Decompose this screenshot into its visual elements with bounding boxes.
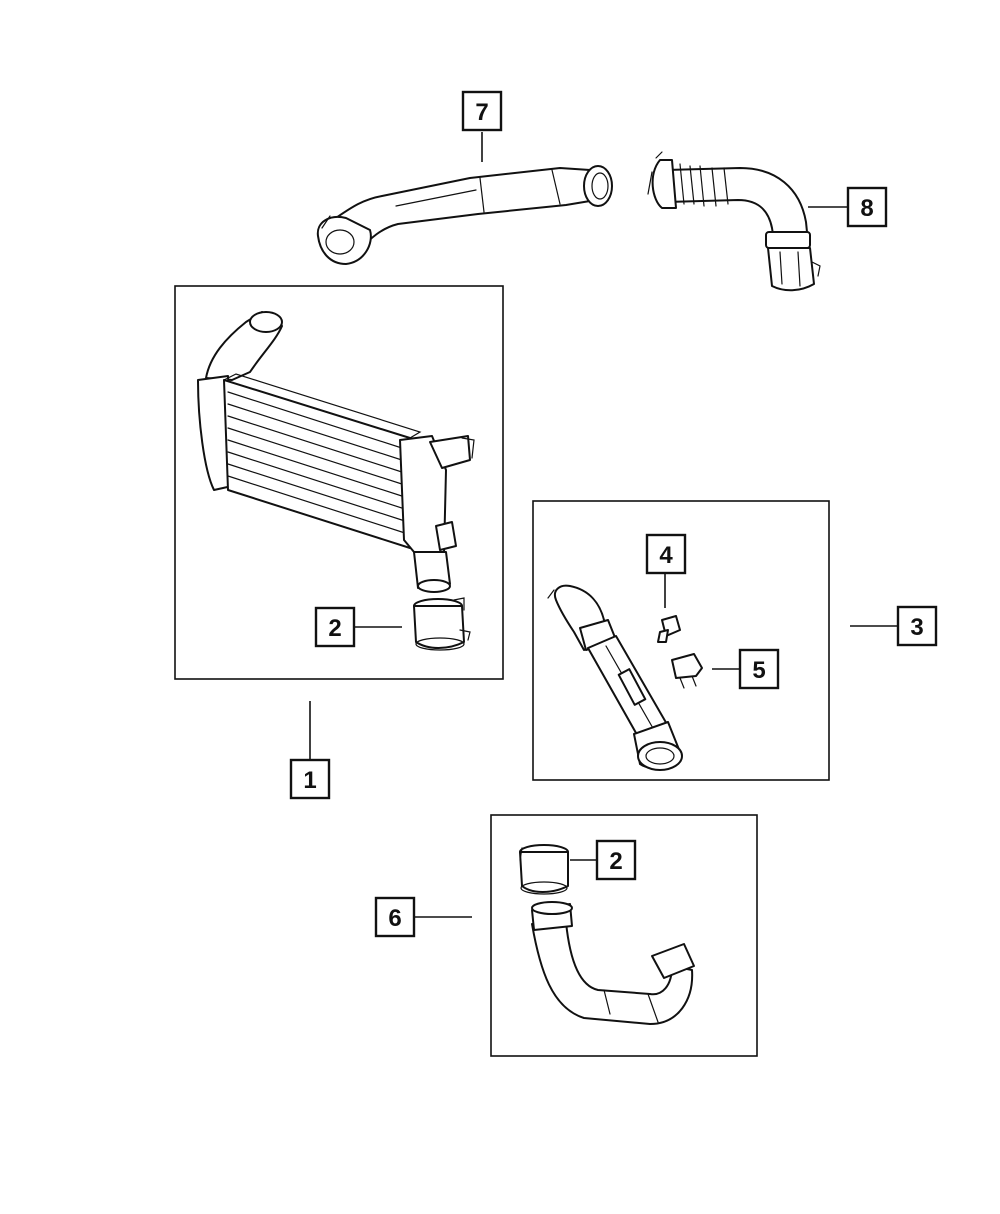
part-3-outlet-duct[interactable] — [547, 584, 683, 771]
group-box-intercooler — [174, 285, 504, 680]
part-2-coupler-upper[interactable] — [413, 597, 471, 651]
callout-8: 8 — [846, 186, 888, 228]
part-6-lower-duct[interactable] — [531, 901, 695, 1025]
callout-2-upper: 2 — [314, 606, 356, 648]
part-5-sensor-connector[interactable] — [671, 653, 703, 689]
part-2-coupler-lower[interactable] — [519, 844, 569, 895]
callout-5: 5 — [738, 648, 780, 690]
svg-text:7: 7 — [475, 99, 488, 126]
svg-text:4: 4 — [659, 542, 673, 569]
part-1-intercooler[interactable] — [197, 311, 475, 593]
part-4-sensor[interactable] — [657, 615, 681, 643]
callout-7: 7 — [461, 90, 503, 132]
part-8-bellows-hose[interactable] — [647, 151, 821, 292]
svg-text:3: 3 — [910, 614, 923, 641]
callout-2-lower: 2 — [595, 839, 637, 881]
callout-1: 1 — [289, 758, 331, 800]
callout-4: 4 — [645, 533, 687, 575]
group-box-outlet-duct — [532, 500, 830, 781]
svg-text:8: 8 — [860, 195, 873, 222]
svg-text:5: 5 — [752, 657, 765, 684]
callout-3: 3 — [896, 605, 938, 647]
svg-text:6: 6 — [388, 905, 401, 932]
group-box-inlet-duct — [490, 814, 758, 1057]
part-7-charge-air-tube[interactable] — [316, 165, 613, 265]
svg-text:1: 1 — [303, 767, 316, 794]
svg-text:2: 2 — [609, 848, 622, 875]
callout-6: 6 — [374, 896, 416, 938]
svg-text:2: 2 — [328, 615, 341, 642]
